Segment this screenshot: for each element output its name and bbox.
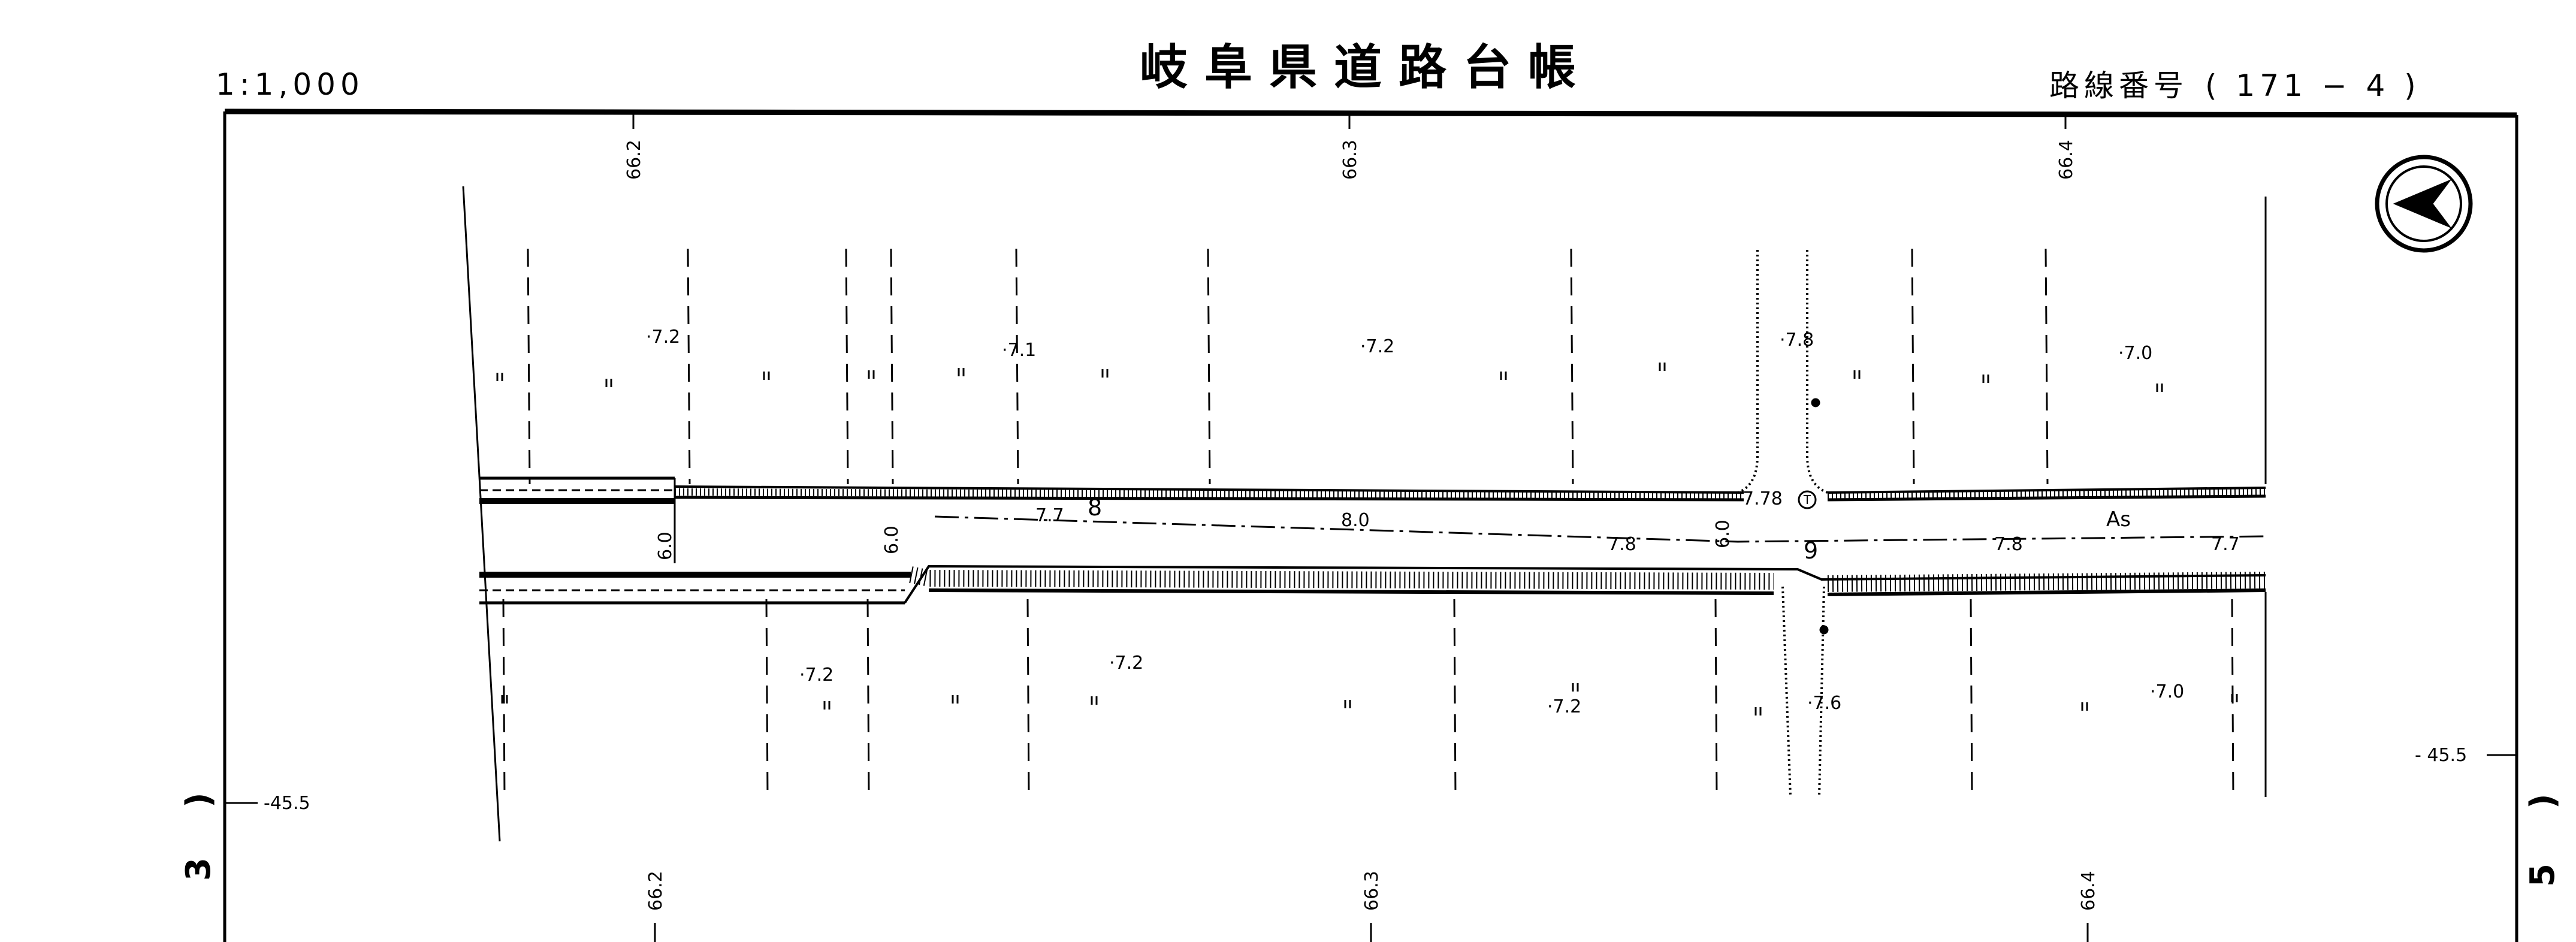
elevation-label: 7.78 [1743, 488, 1783, 509]
parcel-line [1015, 248, 1019, 485]
prev-sheet-number[interactable]: 3 [179, 858, 218, 881]
parcel-line [1207, 248, 1211, 485]
right-tick-45-5: - 45.5 [2415, 745, 2467, 766]
north-arrow-icon [2375, 155, 2473, 253]
parcel-line [1714, 599, 1718, 798]
marker-label: T [1803, 493, 1811, 507]
elevation-label: 7.8 [1994, 534, 2023, 555]
parcel-line [845, 248, 849, 485]
road-width-label: 6.0 [655, 532, 676, 560]
parcel-line [890, 248, 894, 485]
prev-sheet-bracket: ) [179, 792, 218, 808]
spot-height: ·7.2 [1547, 696, 1581, 717]
station-label: 9 [1804, 538, 1818, 564]
route-number-value: ( 171 − 4 ) [2205, 68, 2421, 103]
spot-height: ·7.2 [646, 327, 680, 348]
parcel-line [1970, 599, 1973, 798]
top-tick-66-2: 66.2 [624, 140, 645, 180]
parcel-line [1911, 248, 1915, 485]
parcel-line [866, 599, 870, 798]
parcel-line [1570, 248, 1574, 485]
page-title: 岐阜県道路台帳 [1140, 40, 1593, 95]
map-frame [223, 108, 2518, 942]
road [479, 197, 2267, 797]
road-width-label: 6.0 [1713, 520, 1734, 548]
parcel-line [2045, 248, 2049, 485]
route-number-label: 路線番号 [2049, 68, 2188, 103]
grid-ticks [225, 113, 2517, 942]
top-tick-66-3: 66.3 [1340, 140, 1361, 180]
parcel-line [687, 248, 691, 485]
elevation-label: 7.7 [1035, 505, 1064, 526]
field-symbols [496, 363, 2238, 715]
spot-height: ·7.2 [1109, 653, 1143, 674]
station-label: 8 [1088, 494, 1102, 521]
parcel-line [462, 186, 501, 842]
elevation-label: 7.7 [2211, 534, 2240, 555]
spot-height: ·7.2 [799, 665, 833, 686]
spot-height: ·7.0 [2118, 343, 2152, 364]
parcel-line [1453, 599, 1457, 798]
parcel-line [1026, 599, 1030, 798]
next-sheet-number[interactable]: 5 [2523, 864, 2562, 887]
bottom-tick-66-2: 66.2 [645, 871, 666, 911]
parcel-line [502, 599, 506, 798]
next-sheet-bracket: ) [2523, 793, 2562, 809]
spot-height: ·7.8 [1780, 330, 1814, 351]
road-width-label: 6.0 [881, 526, 902, 554]
bottom-tick-66-3: 66.3 [1361, 871, 1382, 911]
top-tick-66-4: 66.4 [2056, 140, 2077, 180]
parcel-line [527, 248, 531, 485]
parcel-boundaries [462, 186, 2234, 842]
spot-height: ·7.1 [1002, 340, 1036, 361]
elevation-label: 7.8 [1608, 534, 1636, 555]
marker-circle-icon [1798, 490, 1817, 509]
spot-height: ·7.6 [1807, 693, 1841, 714]
parcel-line [765, 599, 769, 798]
bottom-tick-66-4: 66.4 [2078, 871, 2099, 911]
scale-label: 1:1,000 [216, 67, 364, 102]
spot-height: ·7.2 [1360, 336, 1394, 357]
left-tick-45-5: -45.5 [264, 793, 310, 814]
surface-label: As [2106, 508, 2131, 532]
spot-height: ·7.0 [2150, 681, 2184, 702]
elevation-label: 8.0 [1341, 510, 1370, 531]
